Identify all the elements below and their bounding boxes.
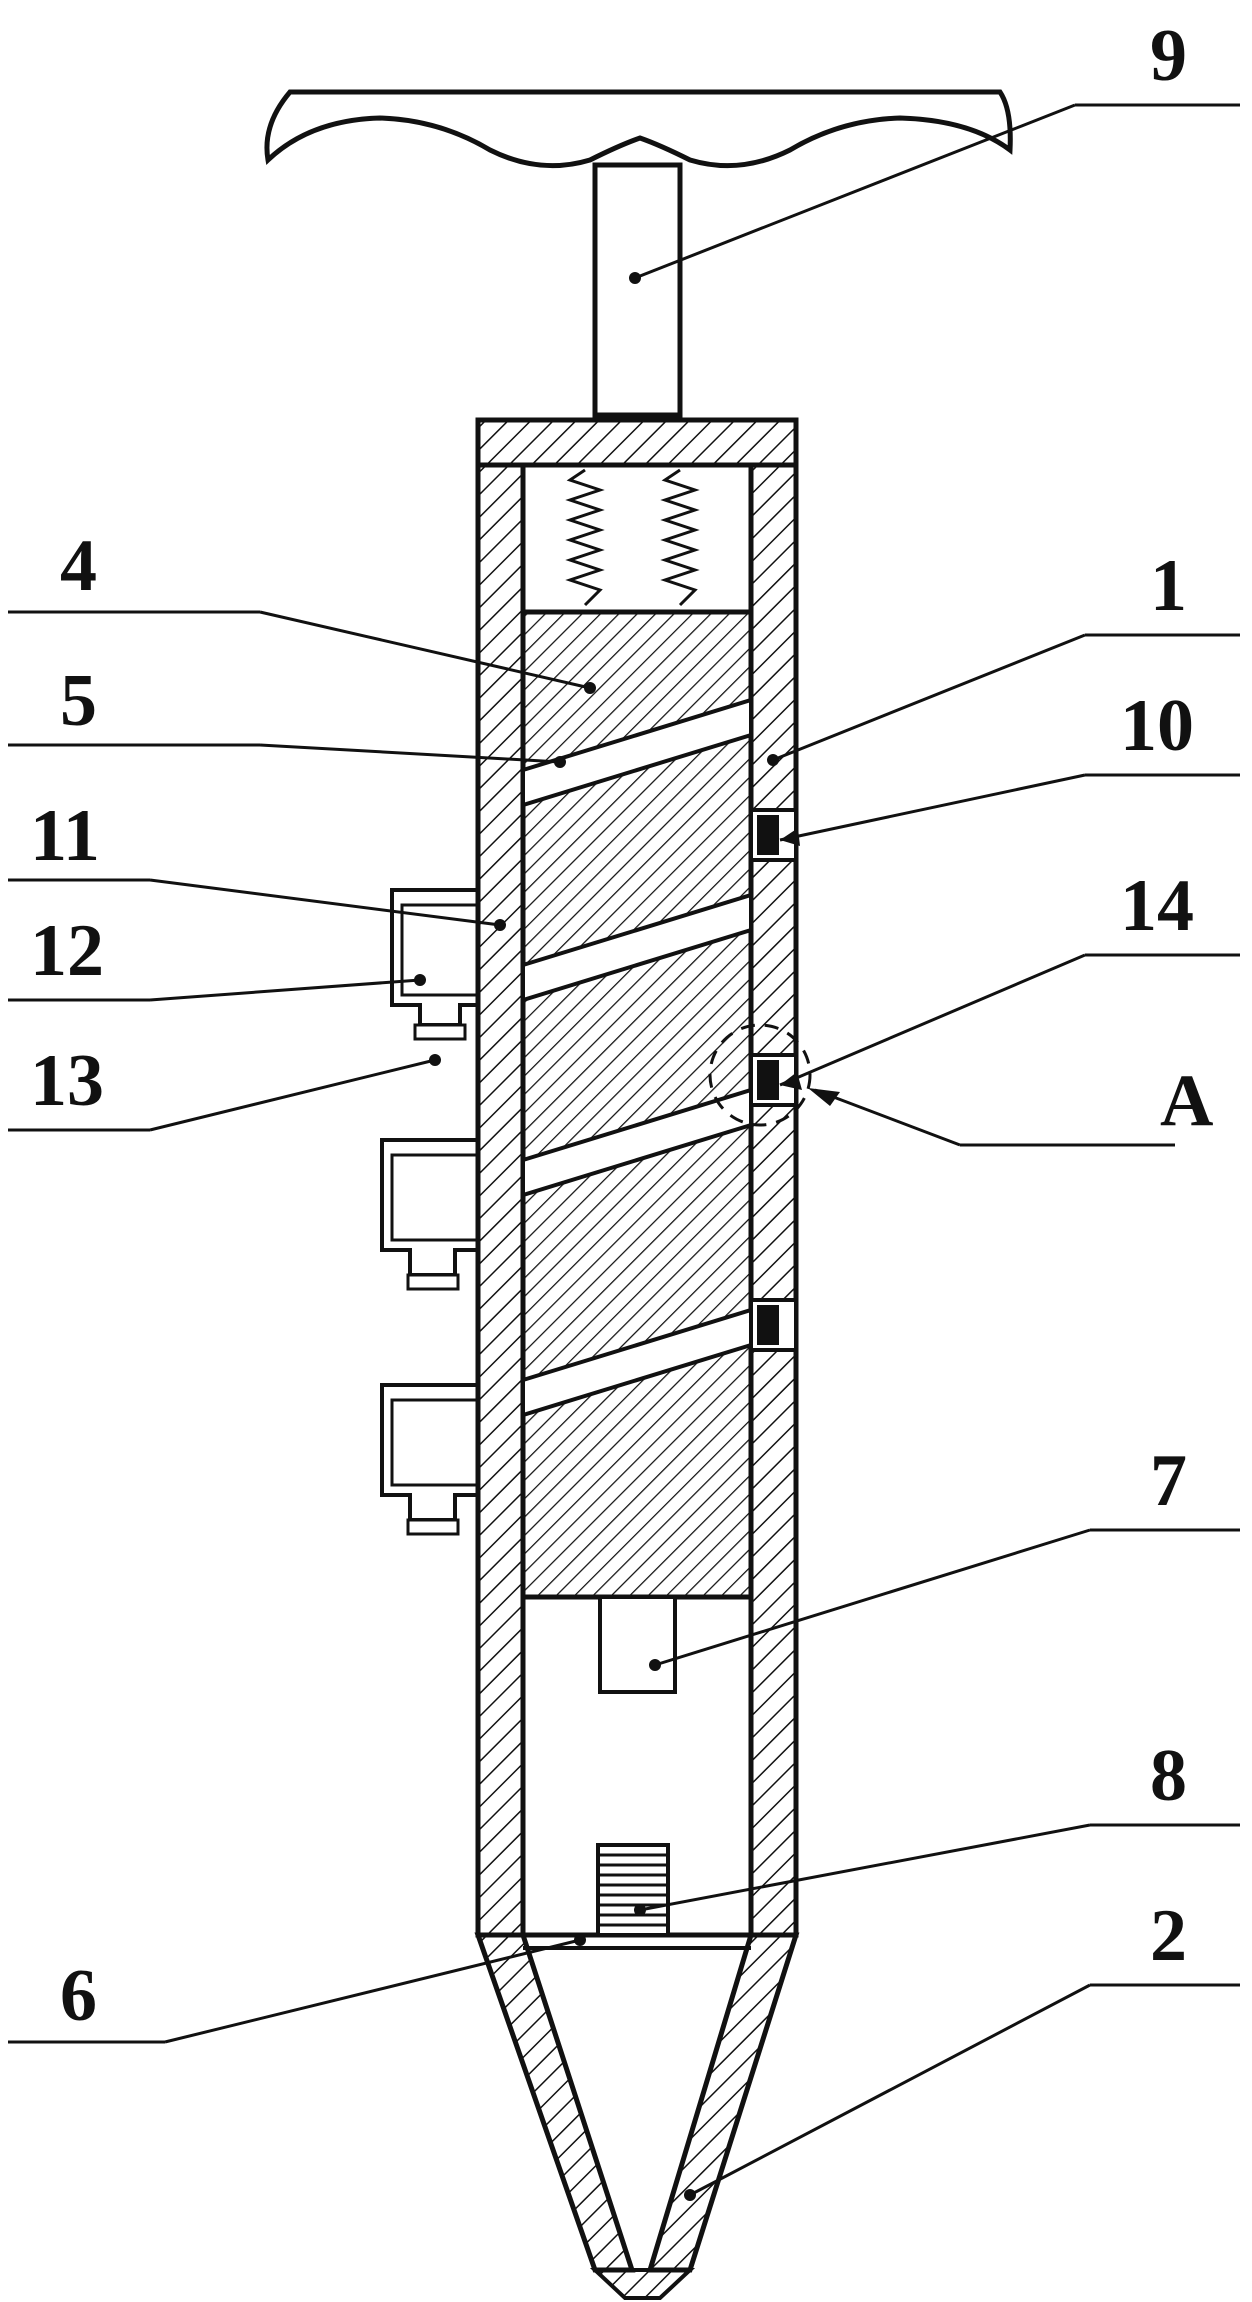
callout-9: 9 bbox=[1150, 15, 1187, 97]
top-springs bbox=[523, 463, 751, 607]
callout-1: 1 bbox=[1150, 545, 1187, 627]
leader-lines bbox=[8, 103, 1240, 2201]
handle-rod bbox=[592, 162, 683, 418]
callout-5: 5 bbox=[60, 660, 97, 742]
callout-8: 8 bbox=[1150, 1735, 1187, 1817]
left-pockets bbox=[380, 888, 478, 1536]
outer-tube bbox=[474, 417, 800, 2300]
cone-tip-left bbox=[474, 1932, 636, 2273]
callout-6: 6 bbox=[60, 1955, 97, 2037]
callout-2: 2 bbox=[1150, 1895, 1187, 1977]
callout-A: A bbox=[1160, 1060, 1213, 1142]
inner-plunger bbox=[520, 609, 754, 1600]
callout-11: 11 bbox=[30, 795, 100, 877]
t-handle bbox=[264, 89, 1013, 418]
callout-12: 12 bbox=[30, 910, 104, 992]
callout-7: 7 bbox=[1150, 1440, 1187, 1522]
callout-14: 14 bbox=[1120, 865, 1194, 947]
callout-10: 10 bbox=[1120, 685, 1194, 767]
cone-tip-right bbox=[646, 1932, 800, 2273]
right-blocks bbox=[708, 808, 812, 1352]
lower-chamber bbox=[596, 1595, 677, 1937]
callout-13: 13 bbox=[30, 1040, 104, 1122]
callout-4: 4 bbox=[60, 525, 97, 607]
callout-labels: 9 4 1 5 10 11 14 12 13 A 7 8 2 6 bbox=[30, 15, 1213, 2037]
